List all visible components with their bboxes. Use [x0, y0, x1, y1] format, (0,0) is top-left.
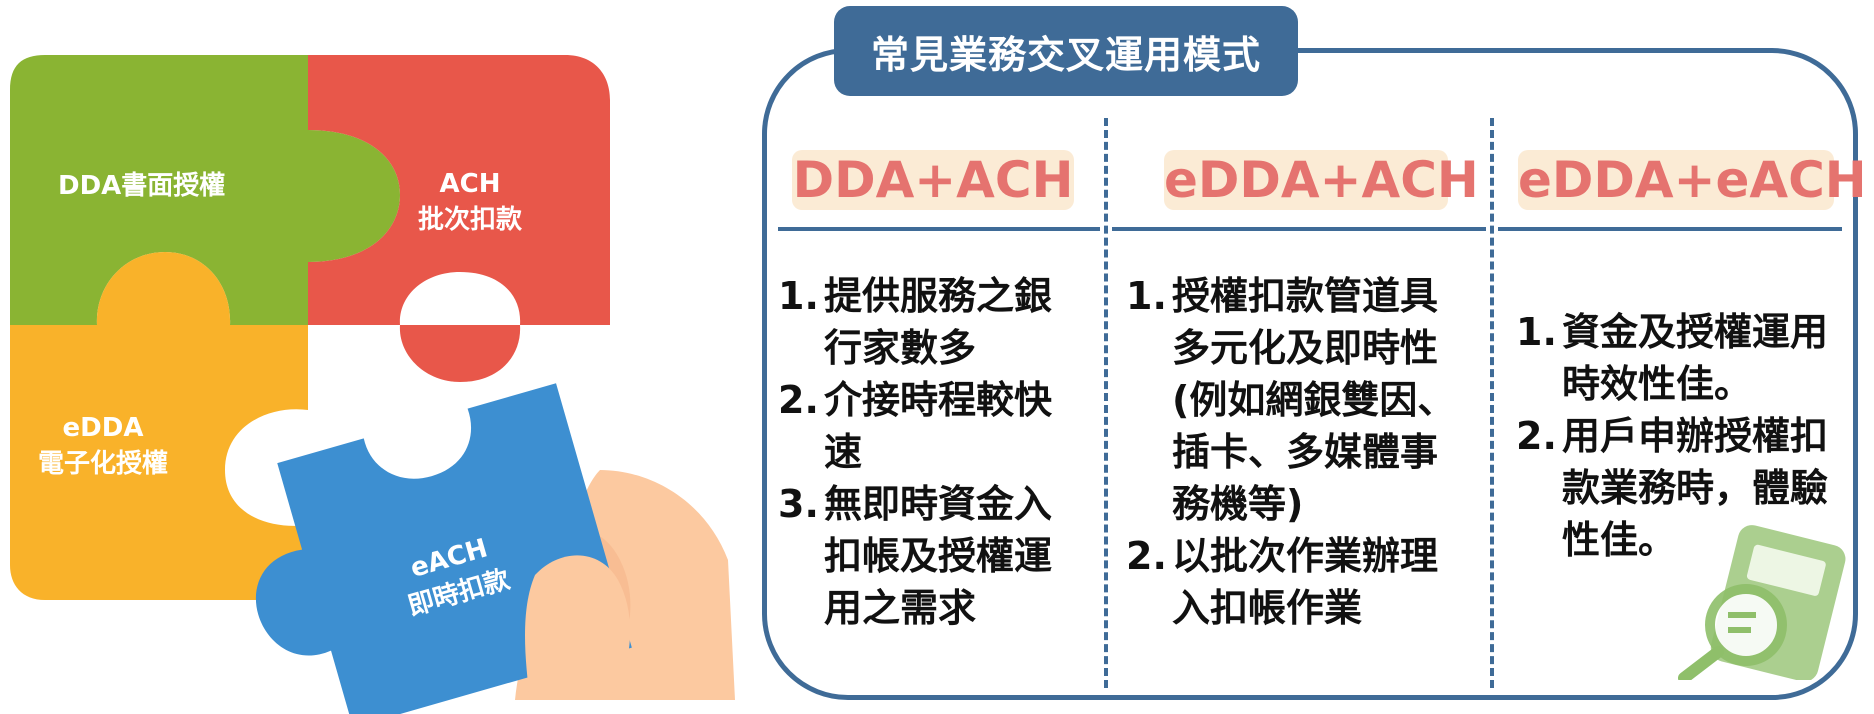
label-dda: DDA書面授權: [58, 171, 226, 201]
header-underline-2: [1112, 227, 1486, 231]
column-header-edda-ach: eDDA+ACH: [1164, 150, 1479, 210]
column-list-edda-each: 1. 資金及授權運用 時效性佳。 2. 用戶申辦授權扣 款業務時，體驗 性佳。: [1516, 306, 1856, 566]
list-item: 2. 介接時程較快 速: [778, 378, 1053, 474]
label-ach: ACH 批次扣款: [418, 169, 523, 235]
list-item: 3. 無即時資金入 扣帳及授權運 用之需求: [778, 482, 1053, 630]
column-list-dda-ach: 1. 提供服務之銀 行家數多 2. 介接時程較快 速 3. 無即時資金入 扣帳及…: [778, 270, 1098, 634]
label-edda: eDDA 電子化授權: [38, 413, 169, 479]
list-item: 1. 授權扣款管道具 多元化及即時性 (例如網銀雙因、 插卡、多媒體事 務機等): [1126, 274, 1456, 526]
column-header-edda-each: eDDA+eACH: [1518, 150, 1867, 210]
list-item: 2. 用戶申辦授權扣 款業務時，體驗 性佳。: [1516, 414, 1829, 562]
puzzle-piece-dda: [10, 55, 400, 325]
column-list-edda-ach: 1. 授權扣款管道具 多元化及即時性 (例如網銀雙因、 插卡、多媒體事 務機等)…: [1126, 270, 1486, 634]
puzzle-graphic: [10, 55, 735, 714]
list-item: 1. 資金及授權運用 時效性佳。: [1516, 310, 1829, 406]
calculator-magnifier-icon: [1678, 525, 1846, 680]
column-divider-2: [1490, 118, 1494, 688]
puzzle-piece-ach: [308, 55, 610, 325]
header-underline-3: [1498, 227, 1842, 231]
list-item: 2. 以批次作業辦理 入扣帳作業: [1126, 534, 1439, 630]
column-divider-1: [1104, 118, 1108, 688]
header-underline-1: [778, 227, 1100, 231]
column-header-dda-ach: DDA+ACH: [792, 150, 1074, 210]
list-item: 1. 提供服務之銀 行家數多: [778, 274, 1053, 370]
hand-finger: [525, 555, 631, 700]
puzzle-piece-edda: [10, 252, 308, 600]
panel-title: 常見業務交叉運用模式: [834, 6, 1298, 96]
